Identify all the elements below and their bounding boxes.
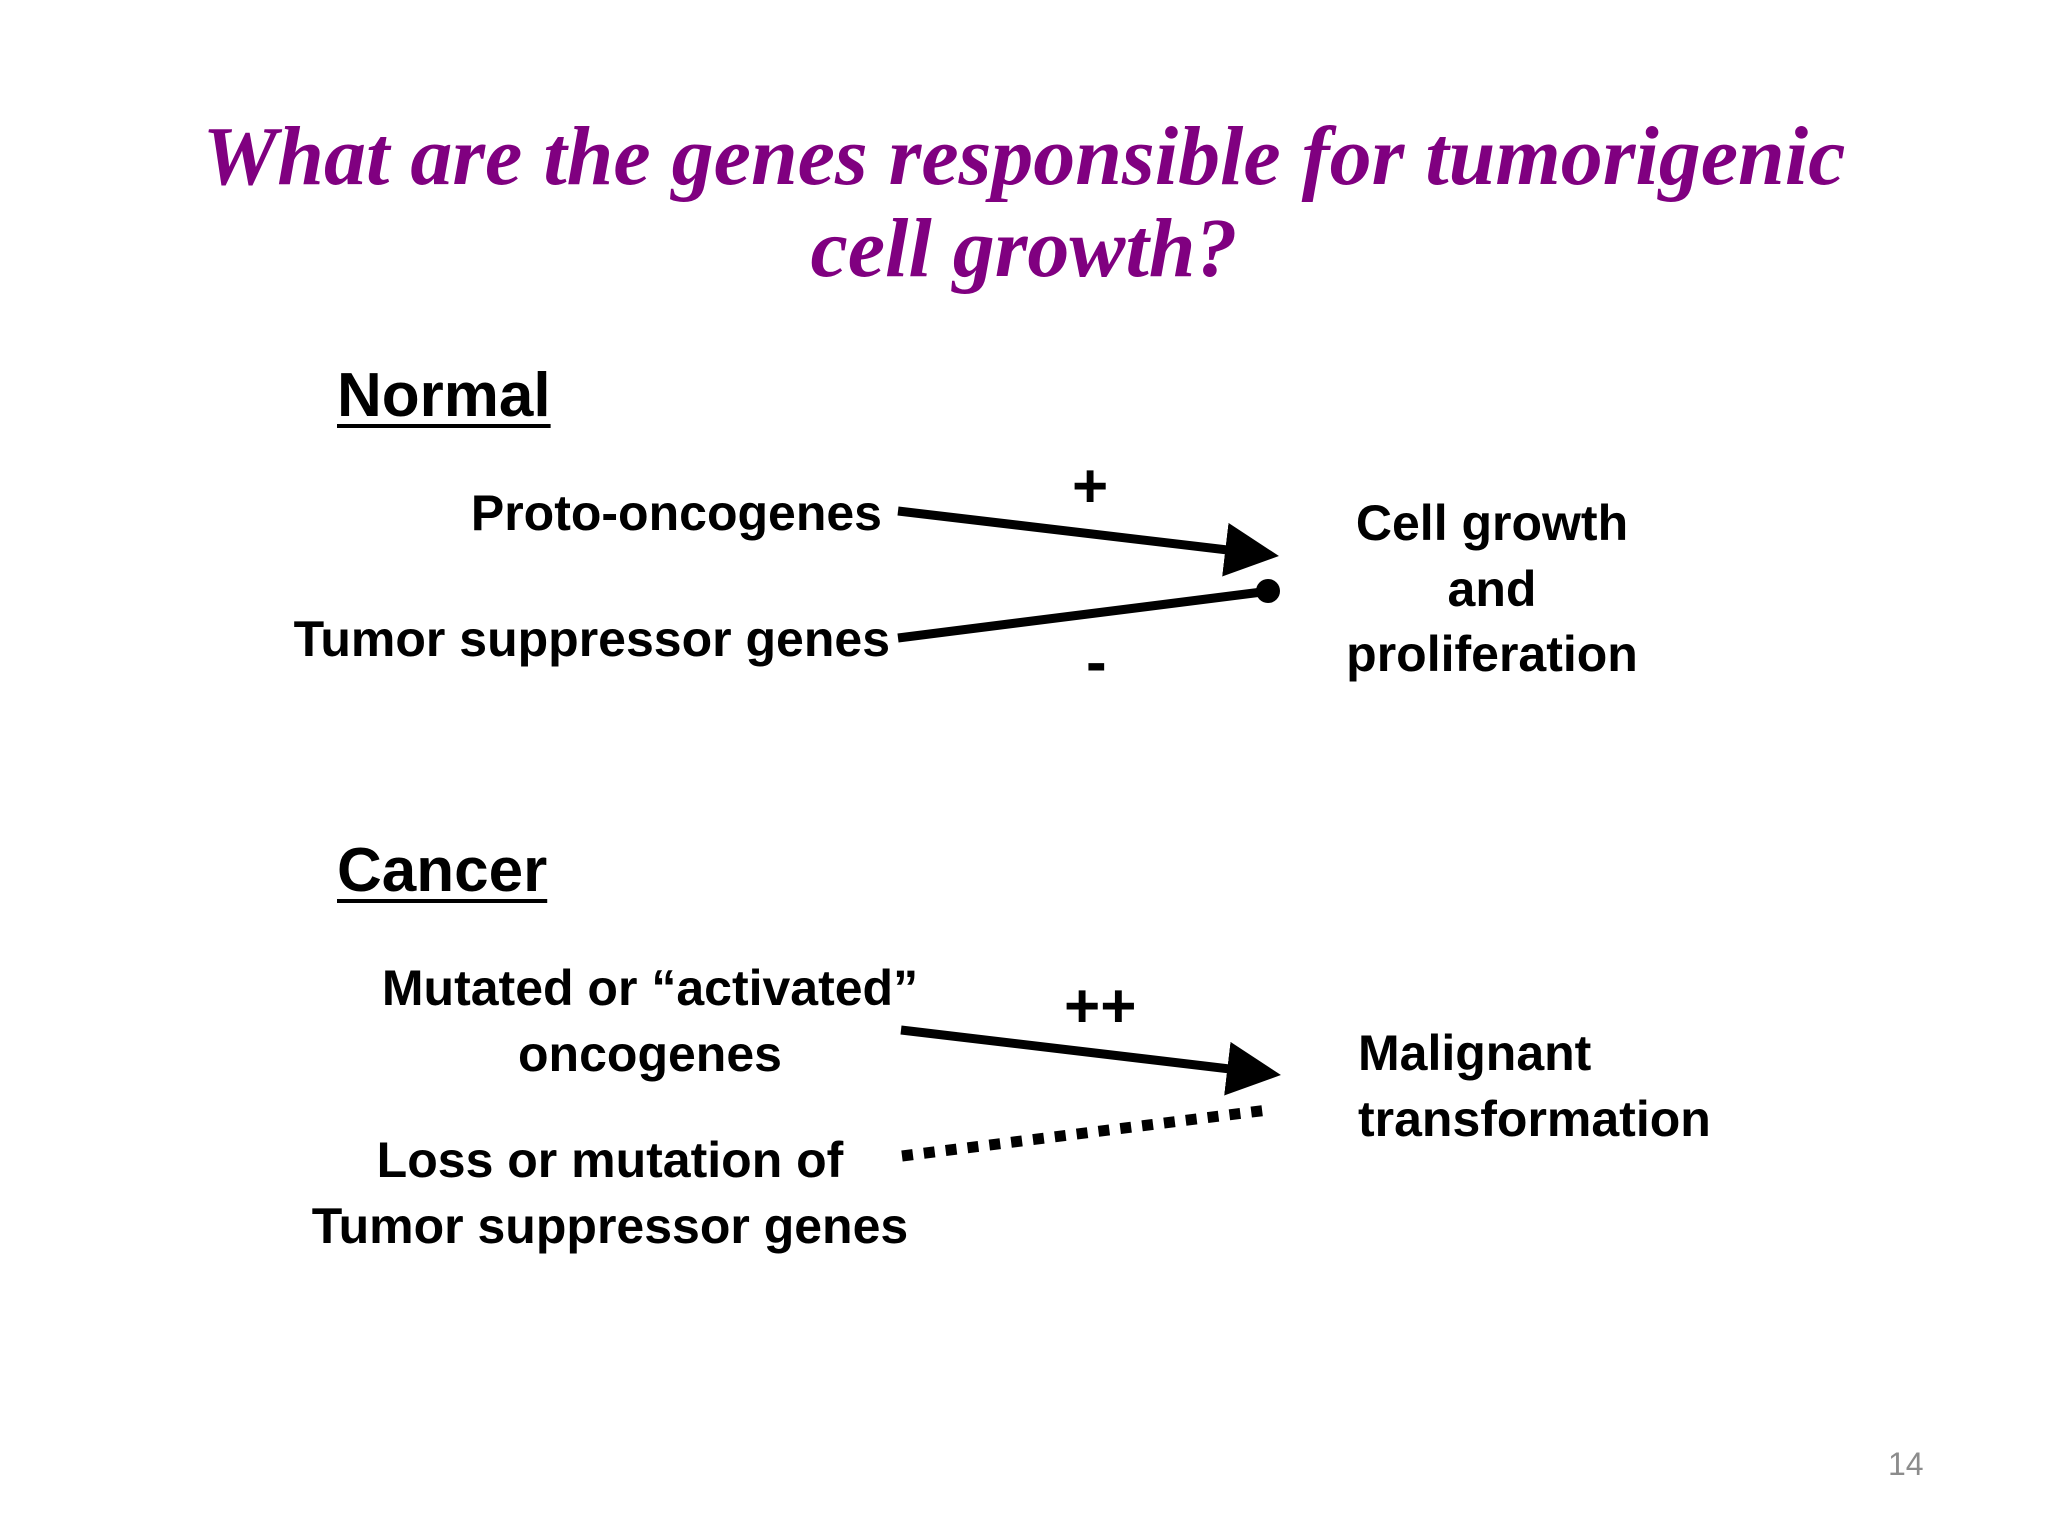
activating-arrow-proto-oncogenes [897, 506, 1279, 577]
label-proliferation: proliferation [1346, 626, 1638, 682]
label-mutated-activated: Mutated or “activated” [381, 960, 919, 1016]
label-proto-oncogenes: Proto-oncogenes [470, 485, 882, 541]
label-cell-growth: Cell growth [1355, 495, 1629, 551]
slide-title-line-1: What are the genes responsible for tumor… [202, 110, 1846, 203]
sign-double-plus: ++ [1064, 972, 1137, 1041]
section-heading-cancer: Cancer [337, 836, 548, 905]
label-oncogenes: oncogenes [518, 1026, 782, 1082]
label-malignant: Malignant [1358, 1025, 1592, 1081]
dotted-line-tumor-suppressor-loss [901, 1104, 1269, 1162]
label-and: and [1447, 561, 1537, 617]
label-tumor-suppressor-genes: Tumor suppressor genes [293, 611, 890, 667]
page-number: 14 [1888, 1446, 1924, 1482]
sign-plus: + [1072, 452, 1109, 521]
section-heading-normal: Normal [337, 361, 551, 430]
inhibition-dot [1256, 579, 1280, 603]
slide-title-line-2: cell growth? [810, 202, 1238, 295]
sign-minus: - [1086, 628, 1107, 697]
label-transformation: transformation [1358, 1091, 1711, 1147]
activating-arrow-oncogenes [900, 1025, 1281, 1096]
label-tumor-suppressor-genes-cancer: Tumor suppressor genes [311, 1198, 909, 1254]
inhibitory-line-tumor-suppressor [897, 587, 1263, 643]
label-loss-or-mutation: Loss or mutation of [376, 1132, 844, 1188]
